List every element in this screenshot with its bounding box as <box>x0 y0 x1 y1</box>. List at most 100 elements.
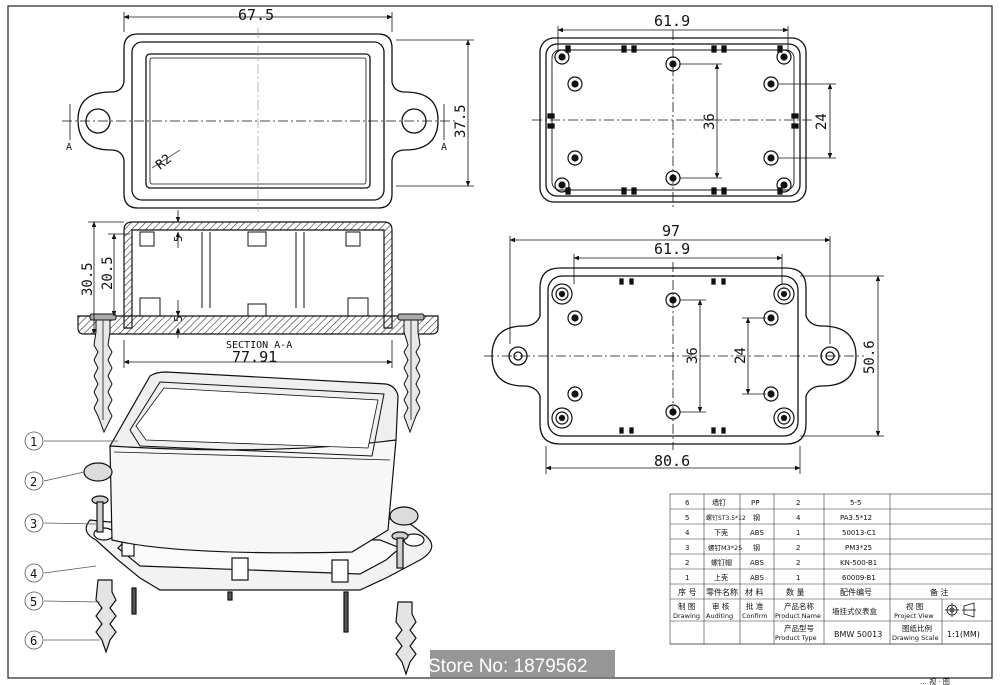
dim-50-6: 50.6 <box>862 340 878 374</box>
base-view-bottom-right <box>484 262 864 450</box>
dim-30-5: 30.5 <box>80 262 96 296</box>
svg-text:螺钉M3*25: 螺钉M3*25 <box>708 543 742 552</box>
callout-leaders <box>43 440 118 641</box>
sheet-border <box>7 5 993 679</box>
svg-text:材 料: 材 料 <box>745 587 764 597</box>
section-wall-plug-left <box>89 313 117 434</box>
svg-text:ABS: ABS <box>750 574 764 582</box>
dimension-lines-top-left <box>69 12 474 187</box>
svg-text:产品名称: 产品名称 <box>784 601 814 611</box>
svg-text:50013-C1: 50013-C1 <box>842 529 876 537</box>
svg-text:Drawing Scale: Drawing Scale <box>892 634 939 642</box>
bom-row-2: 2 螺钉帽 ABS 2 KN-500-B1 <box>685 558 877 567</box>
svg-text:5: 5 <box>30 595 37 609</box>
title-block: 6 墙钉 PP 2 5-5 5 螺钉ST3.5*12 钢 4 PA3.5*12 … <box>669 493 993 645</box>
callout-3: 3 <box>24 513 44 533</box>
svg-text:5-5: 5-5 <box>850 499 861 507</box>
svg-text:螺钉帽: 螺钉帽 <box>711 558 732 567</box>
callout-6: 6 <box>24 630 44 650</box>
projection-symbol <box>945 602 976 618</box>
section-mark-right: A <box>441 142 447 153</box>
callout-5: 5 <box>24 591 44 611</box>
iso-screw-cap-left <box>83 462 113 482</box>
dimension-lines-section <box>88 210 393 368</box>
svg-text:制 图: 制 图 <box>678 601 695 611</box>
screw-bosses-top-right <box>554 49 792 193</box>
svg-text:上壳: 上壳 <box>714 573 728 582</box>
iso-wall-plug-right <box>395 601 417 676</box>
dimension-lines-base <box>509 236 884 474</box>
svg-text:ABS: ABS <box>750 529 764 537</box>
dim-36-bottom: 36 <box>685 347 701 364</box>
corner-text: … 视 · 图 <box>920 677 950 685</box>
svg-text:6: 6 <box>685 499 690 507</box>
callout-2: 2 <box>24 471 44 491</box>
iso-screw-cap-right <box>389 506 419 526</box>
svg-text:2: 2 <box>685 559 689 567</box>
section-view <box>77 221 439 434</box>
svg-text:Product Name: Product Name <box>775 612 821 620</box>
svg-text:4: 4 <box>796 514 801 522</box>
svg-text:1: 1 <box>796 574 800 582</box>
svg-text:产品型号: 产品型号 <box>784 623 814 633</box>
svg-text:Product Type: Product Type <box>775 634 817 642</box>
svg-text:6: 6 <box>30 634 37 648</box>
svg-text:2: 2 <box>796 559 800 567</box>
callout-1: 1 <box>24 431 44 451</box>
svg-text:序 号: 序 号 <box>678 587 697 597</box>
dim-5-lower: 5 <box>172 315 185 322</box>
svg-text:3: 3 <box>30 517 37 531</box>
bom-row-6: 6 墙钉 PP 2 5-5 <box>685 498 861 507</box>
product-type-value: BMW 50013 <box>834 630 882 639</box>
svg-text:PM3*25: PM3*25 <box>845 544 872 552</box>
svg-text:4: 4 <box>685 529 690 537</box>
svg-text:ABS: ABS <box>750 559 764 567</box>
dim-37-5: 37.5 <box>453 104 469 138</box>
dim-36-top: 36 <box>702 113 718 130</box>
svg-text:1: 1 <box>30 435 37 449</box>
bom-row-5: 5 螺钉ST3.5*12 钢 4 PA3.5*12 <box>685 513 872 522</box>
svg-text:批 准: 批 准 <box>746 601 764 611</box>
top-view-left <box>62 28 455 212</box>
svg-text:钢: 钢 <box>753 543 760 552</box>
scale-value: 1:1(MM) <box>947 630 980 639</box>
section-wall-plug-right <box>397 313 425 434</box>
dimension-lines-top-right <box>557 26 836 179</box>
svg-text:2: 2 <box>796 499 800 507</box>
section-label: SECTION A-A <box>226 340 292 351</box>
exploded-isometric-view <box>83 371 433 676</box>
svg-text:3: 3 <box>685 544 689 552</box>
svg-text:4: 4 <box>30 567 37 581</box>
dim-61-9-top: 61.9 <box>654 12 690 30</box>
dim-20-5: 20.5 <box>100 256 116 290</box>
svg-text:钢: 钢 <box>753 513 760 522</box>
dim-80-6: 80.6 <box>654 452 690 470</box>
svg-text:视 图: 视 图 <box>906 601 923 611</box>
dim-24-bottom: 24 <box>733 347 749 364</box>
dim-61-9-bottom: 61.9 <box>654 240 690 258</box>
screw-bosses-base <box>551 283 795 429</box>
iso-wall-plug-left <box>95 579 117 654</box>
svg-text:备 注: 备 注 <box>930 587 949 597</box>
dim-r2: R2 <box>153 152 175 173</box>
svg-text:Auditing: Auditing <box>706 612 733 620</box>
svg-text:Confirm: Confirm <box>742 612 768 620</box>
svg-text:2: 2 <box>796 544 800 552</box>
svg-text:PP: PP <box>751 499 759 507</box>
svg-text:Project View: Project View <box>894 612 934 620</box>
bom-header: 序 号 零件名称 材 料 数 量 配件编号 备 注 <box>678 587 949 597</box>
dim-24-top: 24 <box>814 113 830 130</box>
iso-m3-screws <box>91 495 409 569</box>
bom-row-3: 3 螺钉M3*25 钢 2 PM3*25 <box>685 543 872 552</box>
dim-97: 97 <box>662 222 680 240</box>
product-type-row: 产品型号 Product Type BMW 50013 图纸比例 Drawing… <box>775 623 980 642</box>
svg-text:Drawing: Drawing <box>673 612 700 620</box>
section-mark-left: A <box>66 142 72 153</box>
dim-77-91: 77.91 <box>232 348 277 366</box>
product-name-value: 墙挂式仪表盒 <box>832 606 877 616</box>
svg-text:螺钉ST3.5*12: 螺钉ST3.5*12 <box>706 514 746 522</box>
callout-4: 4 <box>24 563 44 583</box>
svg-text:零件名称: 零件名称 <box>706 587 738 597</box>
svg-text:数 量: 数 量 <box>786 587 805 597</box>
iso-base-screws <box>131 587 349 633</box>
